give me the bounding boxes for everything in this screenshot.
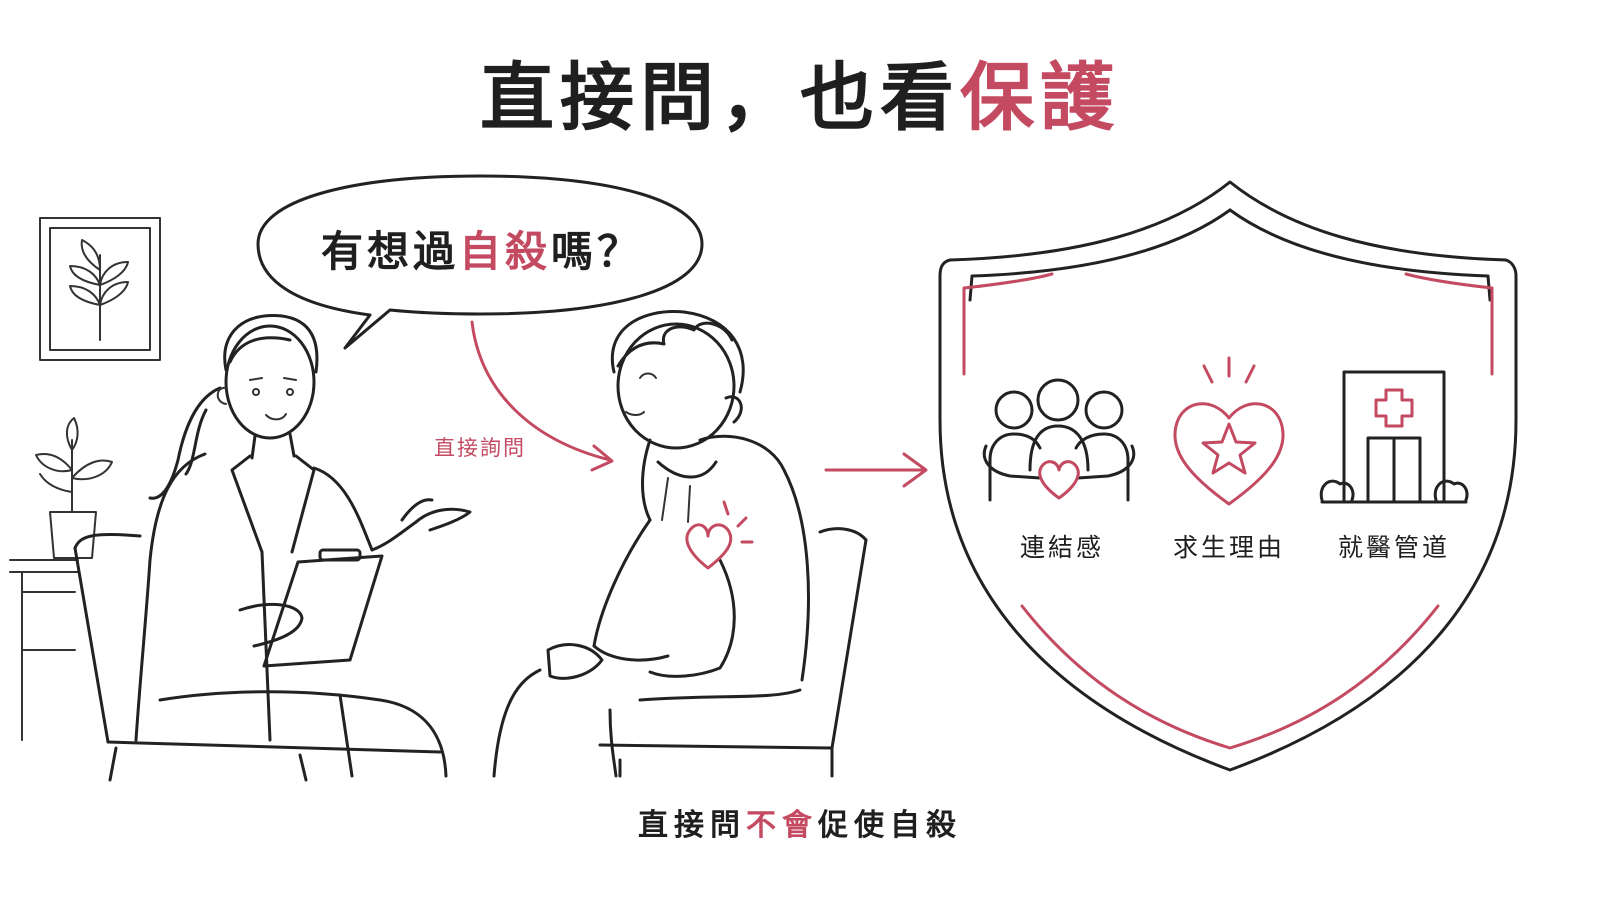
wall-picture-frame [39,217,161,361]
side-cabinet [9,559,79,741]
potted-plant [35,417,113,559]
page-title: 直接問，也看保護 [0,38,1600,145]
arrow-to-shield [824,452,928,488]
speech-bubble [256,174,704,350]
speech-bubble-text: 有想過自殺嗎？ [262,218,702,279]
caption-start: 直接問 [638,808,746,843]
bubble-text-accent: 自殺 [458,227,551,276]
title-accent: 保護 [960,55,1120,141]
shield-item-label-connection: 連結感 [1019,533,1104,562]
caption-accent: 不會 [746,808,818,843]
bubble-text-end: 嗎？ [551,227,644,276]
hospital-icon [1319,370,1469,504]
heart-star-icon [1173,356,1285,506]
direct-ask-arrow [470,320,614,472]
bottom-caption: 直接問不會促使自殺 [0,800,1600,844]
title-main: 直接問，也看 [480,55,960,141]
chest-heart-icon [685,523,733,570]
people-heart-icon [982,378,1136,502]
protection-shield [938,180,1518,772]
shield-item-label-care-access: 就醫管道 [1337,533,1450,562]
therapist-figure [73,313,472,782]
bubble-text-start: 有想過 [320,227,459,276]
caption-end: 促使自殺 [818,808,962,843]
shield-item-label-reasons-for-living: 求生理由 [1172,533,1285,562]
direct-ask-label: 直接詢問 [434,436,526,460]
young-person-figure [492,310,868,778]
